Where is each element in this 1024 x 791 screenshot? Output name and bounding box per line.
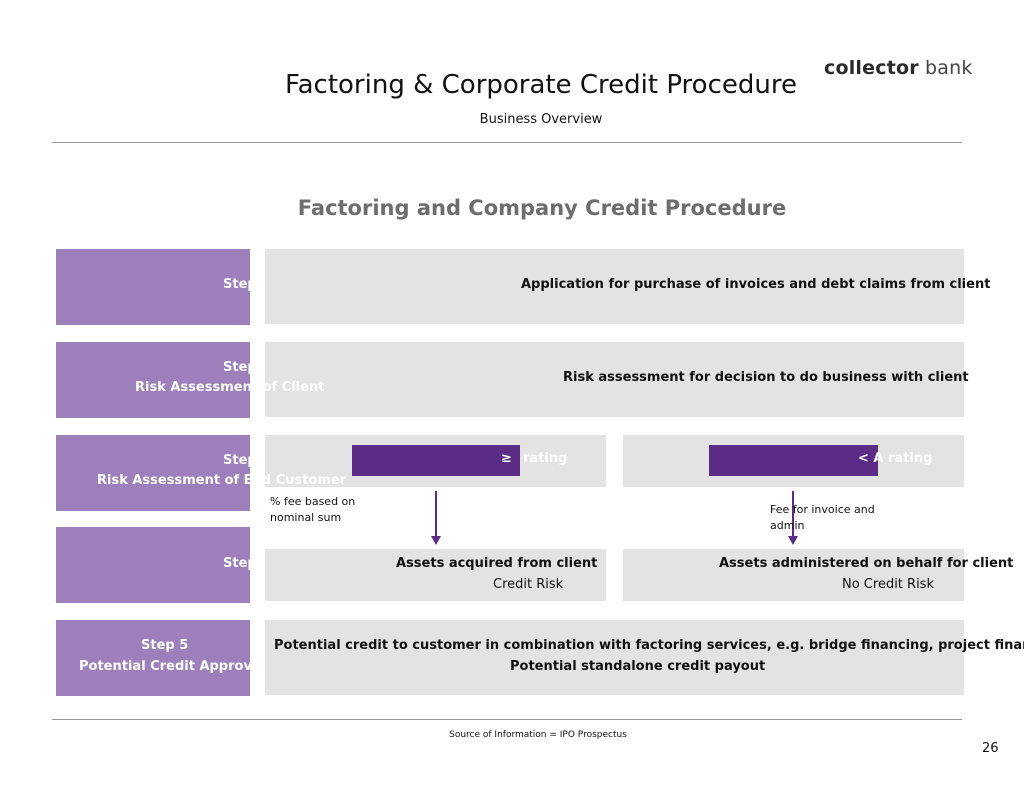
logo-word-bold: collector bbox=[824, 57, 919, 79]
step-4-label: Step bbox=[223, 556, 257, 571]
below-a-rating-label: < A rating bbox=[858, 451, 933, 466]
step-3-title: Risk Assessment of End Customer bbox=[97, 473, 347, 488]
a-rating-label-tail: rating bbox=[523, 451, 568, 466]
step-1-content: Application for purchase of invoices and… bbox=[265, 249, 990, 324]
logo-word-light: bank bbox=[925, 57, 973, 79]
step-2-box: Step Risk Assessment of Client bbox=[56, 342, 257, 418]
right-arrow-head bbox=[788, 536, 798, 545]
step-4-left-content: Assets acquired from client Credit Risk bbox=[265, 549, 606, 601]
right-fee-note: Fee for invoice and admin bbox=[770, 503, 875, 532]
no-credit-risk-text: No Credit Risk bbox=[842, 577, 934, 592]
header-divider bbox=[52, 142, 962, 143]
left-arrow-head bbox=[431, 536, 441, 545]
step-1-text: Application for purchase of invoices and… bbox=[521, 277, 991, 292]
step-5-text-line1: Potential credit to customer in combinat… bbox=[274, 638, 1024, 653]
left-arrow-shaft bbox=[435, 491, 437, 537]
step-5-box: Step 5 Potential Credit Approval bbox=[56, 620, 265, 696]
step-3-label: Step bbox=[223, 453, 257, 468]
step-1-label: Step bbox=[223, 277, 257, 292]
a-rating-symbol: ≥ bbox=[501, 451, 512, 466]
step-4-right-content: No Credit Risk bbox=[623, 549, 964, 601]
page-subtitle: Business Overview bbox=[479, 112, 603, 127]
left-fee-note: % fee based on nominal sum bbox=[270, 495, 356, 524]
step-3-box: Step bbox=[56, 435, 257, 511]
assets-administered-text: Assets administered on behalf for client bbox=[719, 556, 1014, 571]
step-2-text: Risk assessment for decision to do busin… bbox=[563, 370, 969, 385]
step-2-content bbox=[265, 342, 964, 417]
step-5-label: Step 5 bbox=[141, 638, 189, 653]
section-title: Factoring and Company Credit Procedure bbox=[297, 196, 787, 220]
step-4-box: Step bbox=[56, 527, 257, 603]
step-2-label: Step bbox=[223, 360, 257, 375]
below-a-rating-bar bbox=[709, 445, 878, 476]
step-5-content bbox=[265, 620, 964, 695]
assets-acquired-text: Assets acquired from client bbox=[396, 556, 598, 571]
page-title: Factoring & Corporate Credit Procedure bbox=[285, 70, 797, 100]
brand-logo: collector bank bbox=[824, 57, 973, 79]
step-2-title-overlay: Risk Assessment of Client bbox=[135, 380, 325, 395]
source-note: Source of Information = IPO Prospectus bbox=[449, 730, 627, 740]
a-rating-bar: ≥ bbox=[352, 445, 520, 476]
step-5-text-line2: Potential standalone credit payout bbox=[510, 659, 766, 674]
page-number: 26 bbox=[982, 741, 999, 756]
step-1-box: Step bbox=[56, 249, 257, 325]
footer-divider bbox=[52, 719, 962, 720]
step-5-title: Potential Credit Approval bbox=[79, 659, 266, 674]
right-arrow-shaft bbox=[792, 491, 794, 537]
credit-risk-text: Credit Risk bbox=[493, 577, 564, 592]
